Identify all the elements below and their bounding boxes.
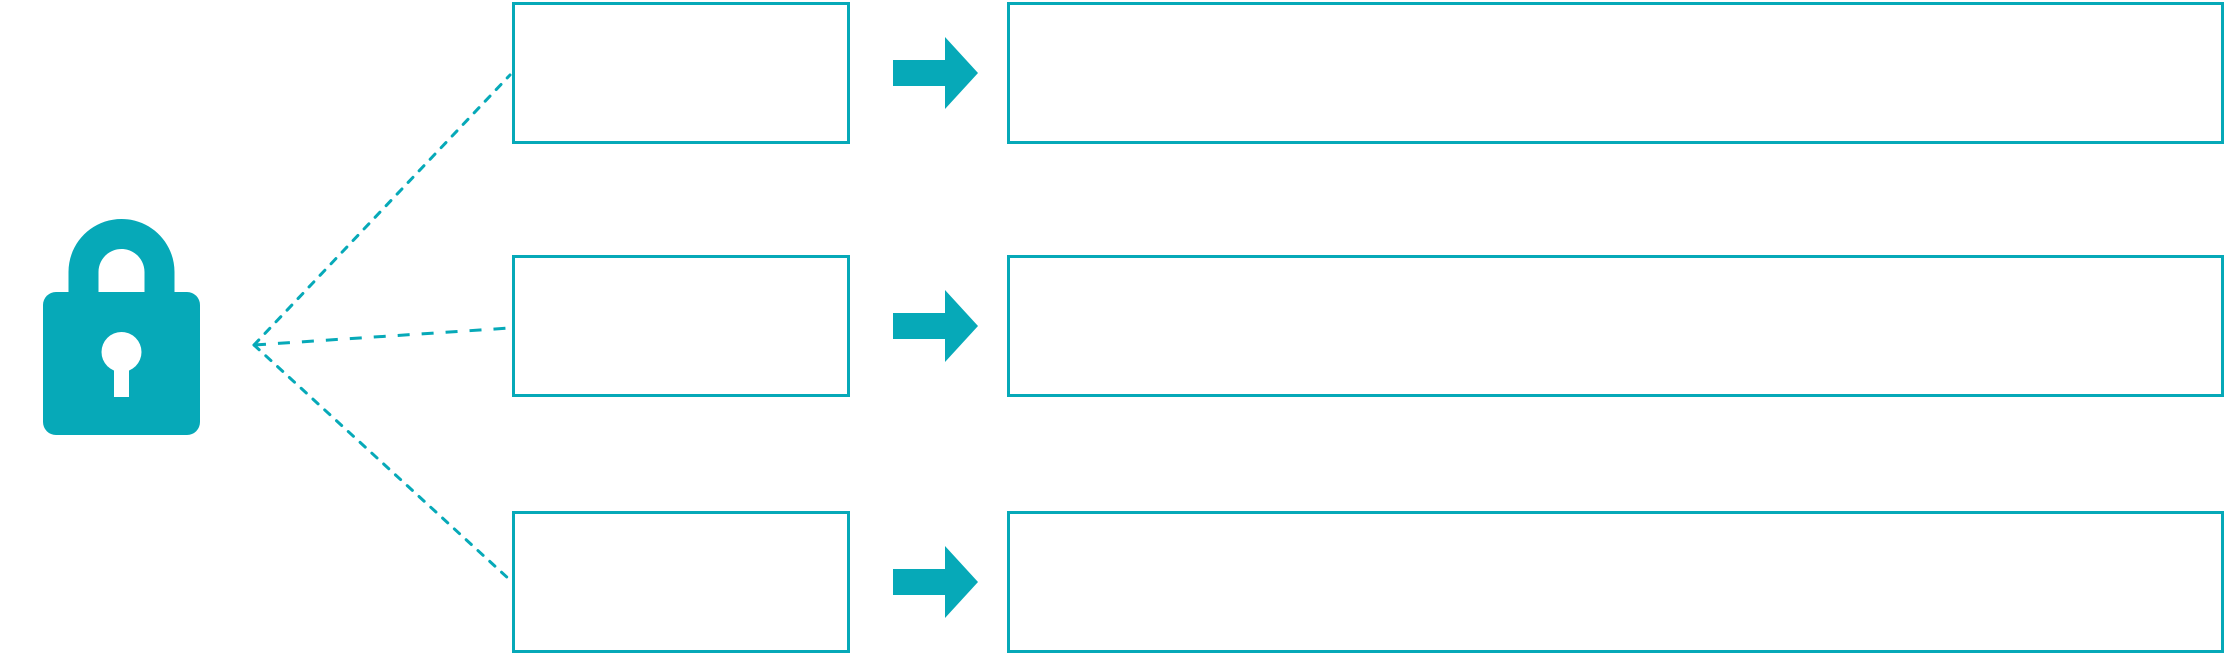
cause-box-1[interactable] [512, 2, 850, 144]
cause-box-1-label [515, 5, 847, 33]
cause-box-2-label [515, 258, 847, 286]
effect-box-2[interactable] [1007, 255, 2224, 397]
lock-icon [43, 219, 200, 435]
effect-box-3-label [1010, 514, 2221, 542]
flow-row [0, 2, 2229, 144]
effect-box-3[interactable] [1007, 511, 2224, 653]
effect-box-2-label [1010, 258, 2221, 286]
flow-row [0, 511, 2229, 653]
effect-box-1-label [1010, 5, 2221, 33]
arrow-right-icon [893, 546, 978, 618]
cause-box-3-label [515, 514, 847, 542]
arrow-right-icon [893, 290, 978, 362]
flow-row [0, 255, 2229, 397]
cause-box-3[interactable] [512, 511, 850, 653]
arrow-right-icon [893, 37, 978, 109]
cause-box-2[interactable] [512, 255, 850, 397]
effect-box-1[interactable] [1007, 2, 2224, 144]
